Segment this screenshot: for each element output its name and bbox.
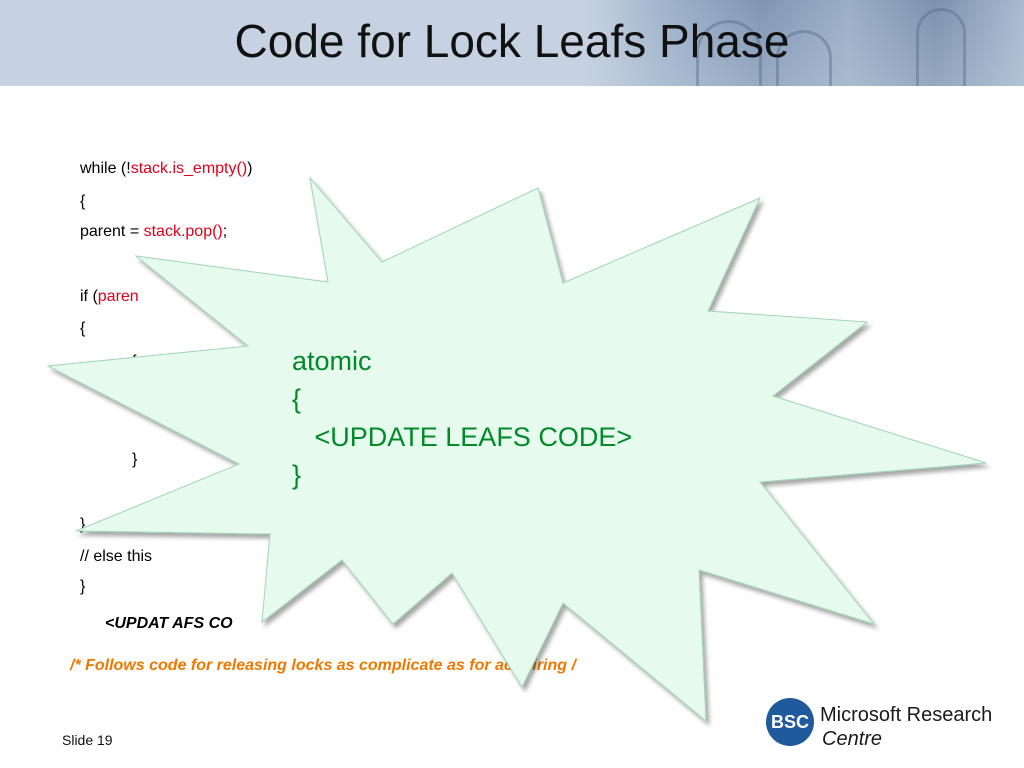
- open-brace: {: [292, 384, 302, 414]
- banner-arch-decoration: [776, 30, 832, 86]
- code-text: ;: [222, 223, 228, 240]
- code-line: {: [80, 320, 86, 337]
- logo-text-line2: Centre: [822, 728, 883, 750]
- atomic-keyword: atomic: [292, 346, 372, 376]
- slide-title: Code for Lock Leafs Phase: [234, 15, 790, 67]
- code-text: parent =: [80, 223, 144, 240]
- code-line: {: [80, 193, 86, 210]
- code-line: }: [80, 578, 86, 595]
- code-highlight: stack.is_empty(): [130, 160, 248, 177]
- starburst-text: atomic { <UPDATE LEAFS CODE>}: [292, 342, 632, 494]
- release-locks-comment: /* Follows code for releasing locks as c…: [70, 657, 576, 674]
- code-line: while (!stack.is_empty()): [80, 160, 252, 178]
- starburst-shape: [46, 176, 987, 723]
- update-leafs-code: <UPDATE LEAFS CODE>: [292, 422, 633, 452]
- slide-number: Slide 19: [62, 732, 113, 748]
- bsc-microsoft-research-logo: BSC Microsoft Research Centre: [766, 698, 996, 756]
- update-leafs-code-line: <UPDAT AFS CO: [105, 615, 233, 632]
- code-line: parent = stack.pop();: [80, 223, 227, 241]
- bsc-logo-mark: BSC: [766, 698, 814, 746]
- code-line: // else this: [80, 548, 153, 565]
- code-line: }: [132, 451, 138, 468]
- code-line: }: [80, 516, 86, 533]
- banner-arch-decoration: [696, 20, 762, 86]
- title-banner: Code for Lock Leafs Phase: [0, 0, 1024, 86]
- code-line: if (paren: [80, 288, 139, 306]
- code-text: while (!: [80, 160, 131, 177]
- close-brace: }: [292, 460, 302, 490]
- code-text: ): [247, 160, 253, 177]
- code-highlight: paren: [97, 288, 139, 305]
- code-highlight: stack.pop(): [143, 223, 223, 240]
- banner-photo: [586, 0, 1024, 86]
- banner-arch-decoration: [916, 8, 966, 86]
- code-text: if (: [80, 288, 98, 305]
- logo-text-line1: Microsoft Research: [820, 704, 993, 726]
